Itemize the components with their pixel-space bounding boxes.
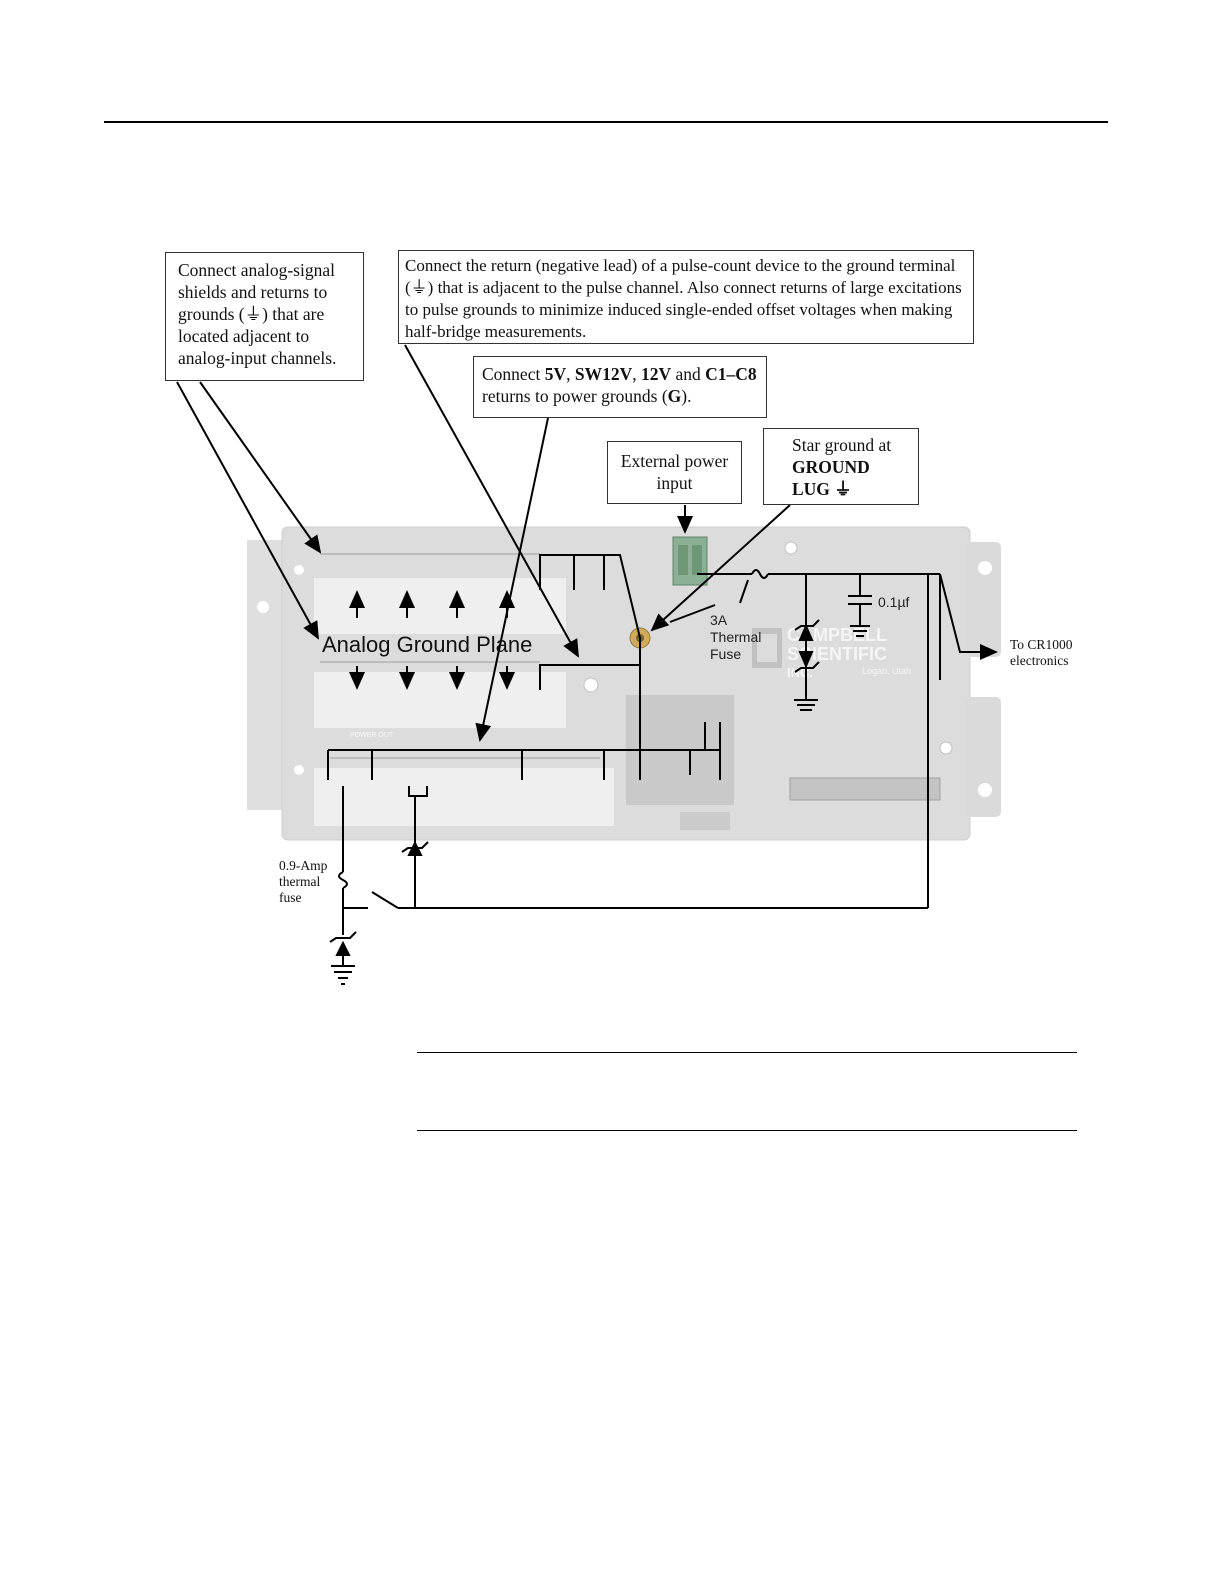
callout-analog-text: Connect analog-signal shields and return… [178,260,337,368]
power-text-g: G [667,386,682,406]
note-rule-top [417,1052,1077,1053]
brand-sub: Logan, Utah [862,666,911,676]
header-rule [104,121,1108,123]
callout-pulse-text: Connect the return (negative lead) of a … [405,256,962,341]
star-ground-line-3: LUG ⏚ [792,479,852,499]
external-power-text: External power input [620,451,729,493]
to-cr1000-line-2: electronics [1010,653,1069,668]
power-text-5: returns to power grounds ( [482,386,668,406]
fuse-3a-line-2: Thermal [710,629,762,645]
analog-ground-plane-label: Analog Ground Plane [322,632,533,657]
fuse-3a-line-3: Fuse [710,646,742,662]
fuse-09-line-2: thermal [279,874,321,889]
note-rule-bottom [417,1130,1077,1131]
callout-external-power: External power input [607,441,742,504]
fuse-09-line-1: 0.9-Amp [279,858,328,873]
power-text-1: Connect [482,364,545,384]
power-text-4: and [671,364,706,384]
power-text-2: , [566,364,575,384]
star-ground-line-2: GROUND [792,457,870,477]
callout-star-ground: Star ground at GROUND LUG ⏚ [763,428,919,505]
fuse-3a-label: 3A Thermal Fuse [710,612,761,663]
power-text-6: ). [681,386,692,406]
to-cr1000-line-1: To CR1000 [1010,637,1073,652]
star-ground-line-1: Star ground at [792,435,892,455]
power-text-sw12v: SW12V [574,364,633,384]
fuse-09-label: 0.9-Amp thermal fuse [279,858,327,906]
callout-pulse-grounds: Connect the return (negative lead) of a … [398,250,974,344]
power-out-label: POWER OUT [350,732,394,739]
callout-power-grounds: Connect 5V, SW12V, 12V and C1–C8 returns… [473,356,767,418]
to-cr1000-label: To CR1000 electronics [1010,637,1072,669]
fuse-09-line-3: fuse [279,890,302,905]
power-text-c1c8: C1–C8 [705,364,757,384]
power-text-12v: 12V [640,364,672,384]
power-text-3: , [632,364,641,384]
wiring [176,344,998,985]
callout-analog-grounds: Connect analog-signal shields and return… [165,252,364,381]
brand-line-2: SCIENTIFIC [787,644,887,664]
capacitor-label: 0.1µf [878,594,910,610]
fuse-3a-line-1: 3A [710,612,728,628]
power-text-5v: 5V [544,364,567,384]
